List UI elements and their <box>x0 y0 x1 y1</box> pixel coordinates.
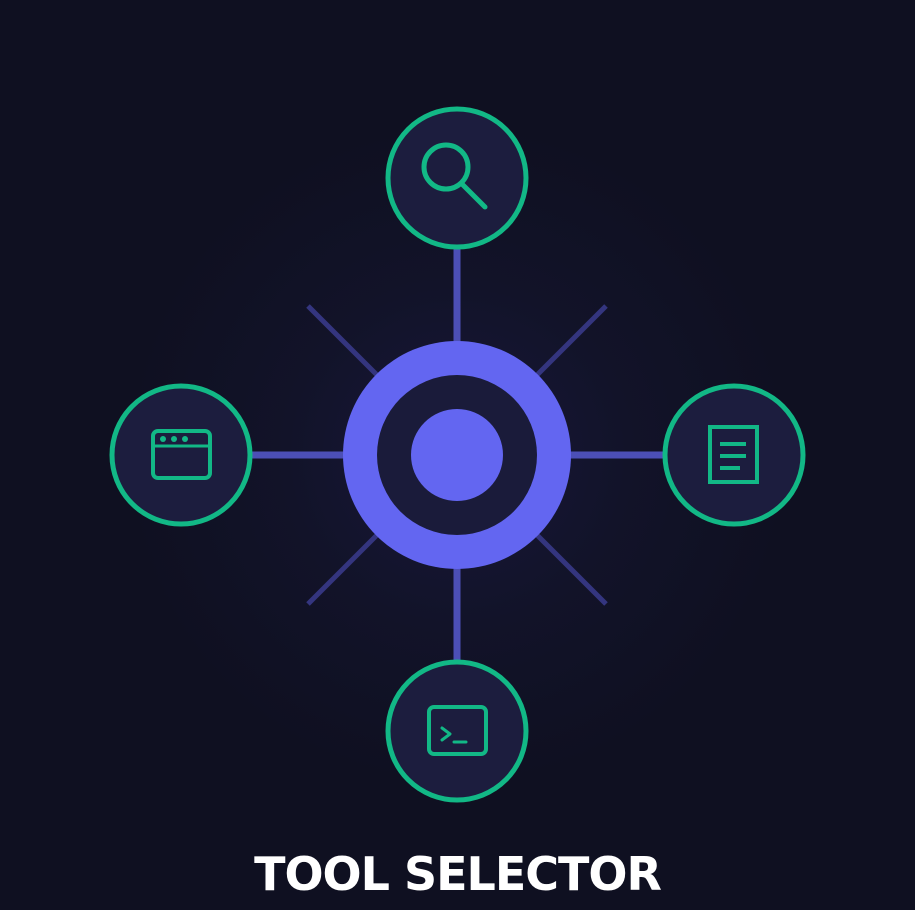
decorative-rays <box>306 304 608 606</box>
connectors <box>248 245 665 664</box>
ray-bottom-left <box>306 520 392 606</box>
browser-window-icon <box>151 429 212 480</box>
tool-node-document[interactable] <box>662 383 806 527</box>
terminal-icon <box>427 705 488 756</box>
tool-node-terminal[interactable] <box>385 659 529 803</box>
hub <box>343 341 571 569</box>
page-title: TOOL SELECTOR <box>254 847 662 901</box>
tool-node-browser[interactable] <box>109 383 253 527</box>
search-icon <box>421 142 488 210</box>
ray-bottom-right <box>522 520 608 606</box>
ray-top-left <box>306 304 392 390</box>
ray-top-right <box>522 304 608 390</box>
target-hub-icon <box>411 409 503 501</box>
tool-node-search[interactable] <box>385 106 529 250</box>
document-icon <box>708 425 759 484</box>
